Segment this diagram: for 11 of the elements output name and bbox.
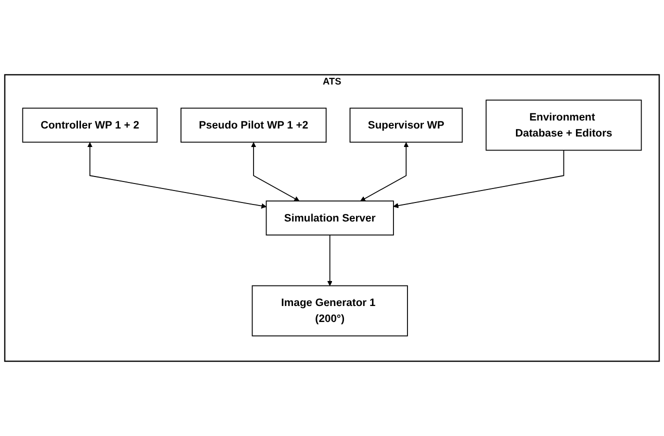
node-box: Controller WP 1 + 2 bbox=[22, 108, 158, 143]
arrow bbox=[250, 142, 300, 202]
arrow bbox=[327, 234, 332, 286]
node-box: Environment Database + Editors bbox=[486, 100, 642, 151]
node-box: Simulation Server bbox=[266, 200, 394, 236]
node-box: Supervisor WP bbox=[350, 108, 463, 143]
node-box: Pseudo Pilot WP 1 +2 bbox=[180, 108, 327, 143]
arrow bbox=[393, 150, 564, 208]
arrow bbox=[87, 142, 266, 209]
arrow bbox=[360, 142, 409, 202]
node-box: Image Generator 1 (200°) bbox=[252, 285, 408, 336]
